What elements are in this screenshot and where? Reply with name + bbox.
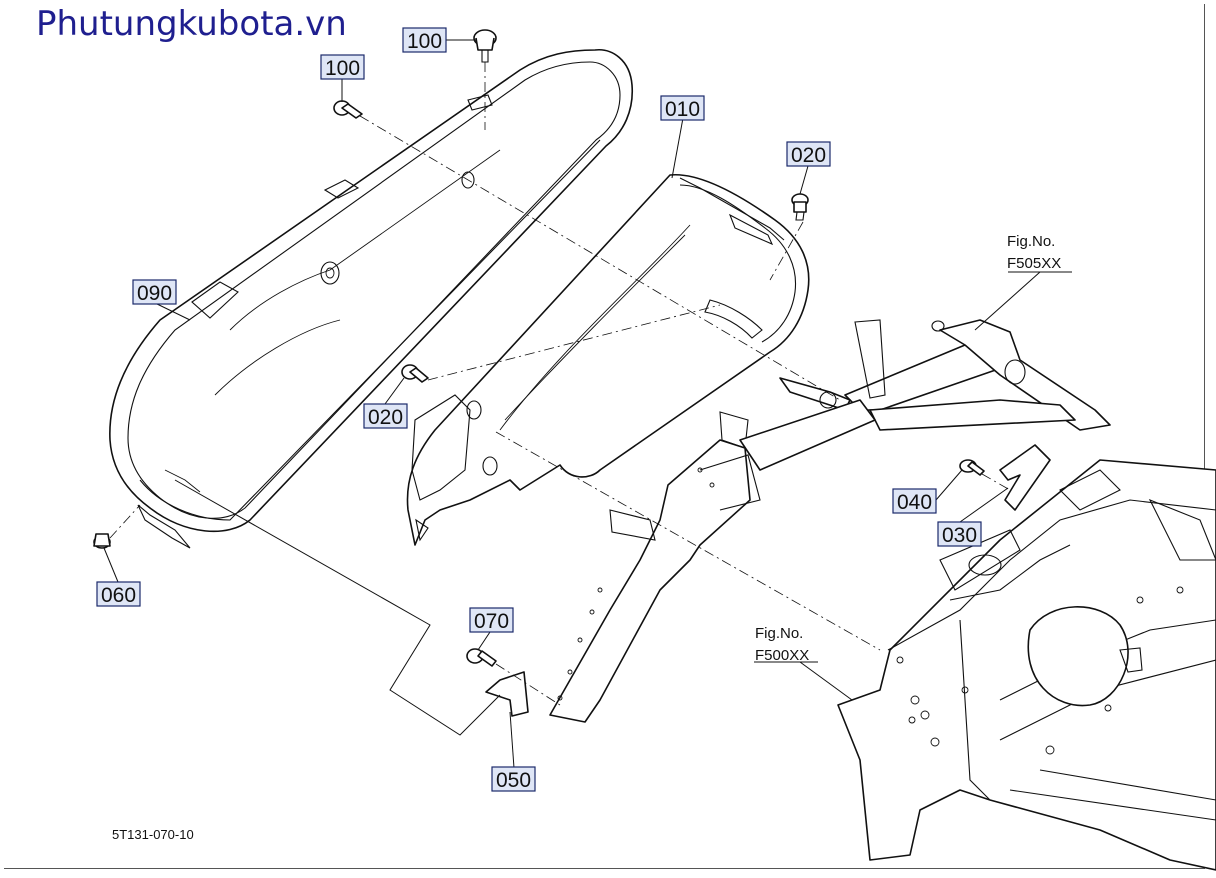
svg-text:070: 070	[474, 610, 509, 633]
figure-reference-f505: Fig.No. F505XX	[1007, 233, 1061, 272]
callout-leaders	[103, 39, 1072, 769]
part-label-030: 030	[937, 521, 982, 547]
part-label-050: 050	[491, 766, 536, 792]
bracket-030	[999, 444, 1051, 511]
outer-cover-090	[109, 49, 634, 549]
svg-text:F505XX: F505XX	[1007, 255, 1061, 272]
figure-reference-f500: Fig.No. F500XX	[755, 625, 809, 664]
svg-text:100: 100	[407, 30, 442, 53]
leader-polyline	[174, 479, 501, 736]
svg-text:Fig.No.: Fig.No.	[1007, 233, 1055, 250]
bolt-060	[93, 533, 111, 549]
svg-text:010: 010	[665, 98, 700, 121]
part-label-060: 060	[96, 581, 141, 607]
svg-text:020: 020	[368, 406, 403, 429]
part-label-090: 090	[132, 279, 177, 305]
tractor-frame	[549, 319, 1216, 871]
svg-text:090: 090	[137, 282, 172, 305]
diagram-code: 5T131-070-10	[112, 827, 194, 842]
bolt-100-left	[333, 100, 363, 119]
svg-text:100: 100	[325, 57, 360, 80]
bolt-040	[959, 459, 985, 476]
part-label-040: 040	[892, 488, 937, 514]
bolt-020-left	[401, 364, 429, 383]
bolt-070	[466, 648, 497, 667]
watermark-logo: Phutungkubota.vn	[36, 4, 347, 44]
bolt-020-right	[791, 193, 809, 221]
svg-text:F500XX: F500XX	[755, 647, 809, 664]
main-frame-bolts	[896, 586, 1184, 755]
bolt-100-top	[473, 29, 497, 63]
part-label-070: 070	[469, 607, 514, 633]
frame-bolt-holes	[557, 467, 715, 701]
inner-cover-010	[406, 174, 810, 546]
part-label-010: 010	[660, 95, 705, 121]
part-label-020-left: 020	[363, 403, 408, 429]
bracket-050	[485, 671, 529, 717]
part-label-100-top: 100	[402, 27, 447, 53]
svg-text:060: 060	[101, 584, 136, 607]
svg-text:040: 040	[897, 491, 932, 514]
alignment-lines	[109, 62, 1011, 706]
part-label-100-left: 100	[320, 54, 365, 80]
svg-text:020: 020	[791, 144, 826, 167]
svg-text:Fig.No.: Fig.No.	[755, 625, 803, 642]
svg-text:030: 030	[942, 524, 977, 547]
part-label-020-right: 020	[786, 141, 831, 167]
svg-text:050: 050	[496, 769, 531, 792]
